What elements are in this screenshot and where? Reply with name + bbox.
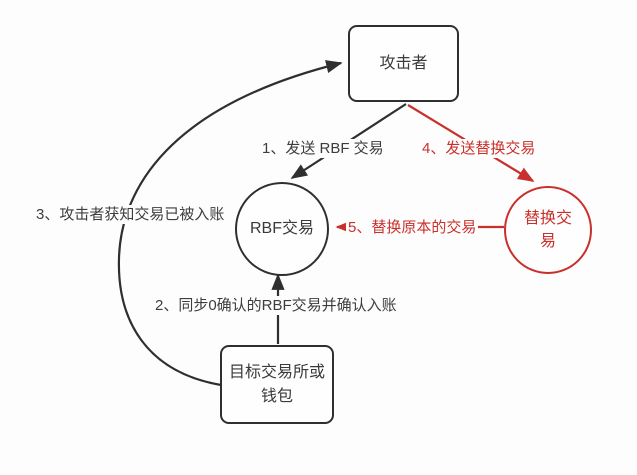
edge-3-attacker-learns-credited-arrow (117, 60, 343, 387)
node-rbf-transaction: RBF交易 (235, 182, 329, 276)
edge-4-label: 4、发送替换交易 (420, 139, 538, 159)
node-attacker-label: 攻击者 (379, 54, 428, 72)
edge-2-label: 2、同步0确认的RBF交易并确认入账 (153, 296, 399, 316)
edge-5-label: 5、替换原本的交易 (346, 218, 479, 238)
edge-3-label: 3、攻击者获知交易已被入账 (34, 205, 227, 225)
node-replacement-transaction: 替换交易 (504, 186, 592, 274)
edge-1-label: 1、发送 RBF 交易 (260, 139, 386, 159)
node-target-exchange-wallet-label: 目标交易所或钱包 (228, 364, 325, 405)
node-attacker: 攻击者 (348, 25, 459, 102)
node-replacement-transaction-label: 替换交易 (523, 209, 572, 250)
node-rbf-transaction-label: RBF交易 (249, 220, 314, 238)
node-target-exchange-wallet: 目标交易所或钱包 (220, 345, 334, 424)
